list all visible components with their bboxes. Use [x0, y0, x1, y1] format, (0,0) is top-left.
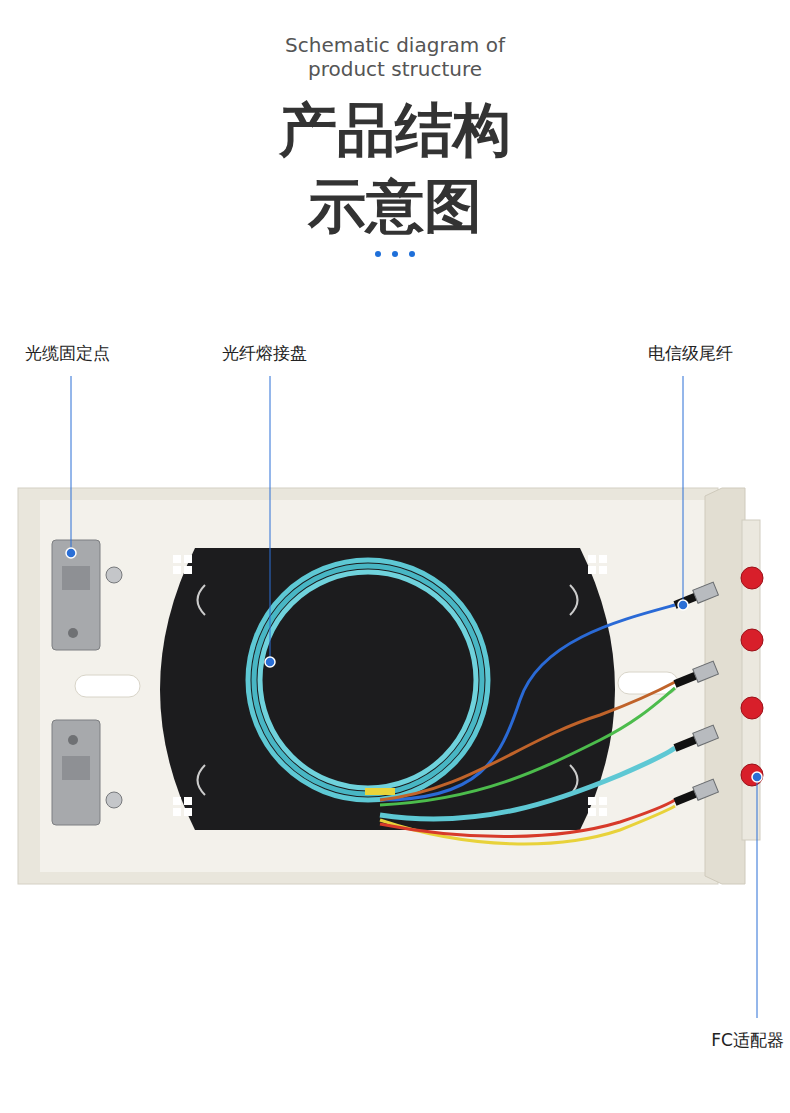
connector — [672, 725, 718, 754]
leader-dot — [678, 600, 688, 610]
grid-cell — [588, 566, 596, 574]
fiber-coil — [248, 560, 488, 800]
pigtail — [380, 800, 675, 837]
screw — [68, 735, 78, 745]
dot — [375, 251, 381, 257]
grid-cell — [599, 566, 607, 574]
screw — [68, 628, 78, 638]
splice-tray — [160, 548, 615, 830]
grid-cell — [599, 797, 607, 805]
grid-cell — [173, 566, 181, 574]
leader-line — [270, 376, 271, 662]
part-label: FC适配器 — [711, 1029, 784, 1051]
adapter-cap — [741, 629, 763, 651]
boot — [674, 736, 697, 752]
splice-sleeve — [365, 788, 395, 795]
dot — [392, 251, 398, 257]
part-label: 光缆固定点 — [25, 342, 110, 364]
keyhole-slot — [618, 672, 678, 694]
ferrule-nut — [693, 661, 719, 682]
title-dots — [375, 251, 415, 257]
grid-cell — [599, 808, 607, 816]
keyhole-slot — [75, 675, 140, 697]
clamp-bridge — [62, 566, 90, 590]
grid-cell — [588, 797, 596, 805]
clamp-bridge — [62, 756, 90, 780]
coil-loop — [248, 560, 488, 800]
dot — [409, 251, 415, 257]
adapter-cap — [741, 697, 763, 719]
box-floor — [40, 500, 705, 872]
adapter-cap — [741, 764, 763, 786]
subtitle-en: Schematic diagram of product structure — [255, 33, 535, 81]
leader-lines — [71, 376, 757, 1018]
leader-dot — [265, 657, 275, 667]
leader-line — [683, 376, 684, 605]
pigtail — [380, 806, 675, 844]
coil-loop — [254, 566, 482, 794]
part-label: 光纤熔接盘 — [222, 342, 307, 364]
clamp — [52, 720, 100, 825]
cable-clamps — [52, 540, 122, 825]
grid-cell — [173, 797, 181, 805]
tray-grid — [173, 555, 607, 816]
pigtail — [380, 682, 675, 800]
ferrule-nut — [693, 582, 719, 603]
tray-body — [160, 548, 615, 830]
leader-dots — [66, 548, 762, 782]
clamp — [52, 540, 100, 650]
grid-cell — [173, 808, 181, 816]
grid-cell — [588, 555, 596, 563]
boot — [674, 790, 697, 806]
pigtail — [380, 748, 675, 819]
leader-dot — [66, 548, 76, 558]
fc-connectors — [672, 582, 718, 808]
adapter-cap — [741, 567, 763, 589]
grid-cell — [184, 555, 192, 563]
part-label: 电信级尾纤 — [648, 342, 733, 364]
connector — [672, 661, 718, 690]
fc-adapters — [741, 567, 763, 786]
coil-loop — [260, 572, 476, 788]
page-title: 产品结构 示意图 — [265, 92, 525, 244]
leader-line — [757, 777, 758, 1018]
grid-cell — [184, 808, 192, 816]
grid-cell — [184, 797, 192, 805]
leader-line — [71, 376, 72, 553]
box-body — [18, 488, 718, 884]
front-flange — [705, 488, 745, 884]
grid-cell — [588, 808, 596, 816]
connector — [672, 779, 718, 808]
grid-cell — [599, 555, 607, 563]
connector — [672, 582, 718, 611]
ferrule-nut — [693, 779, 719, 800]
leader-dot — [752, 772, 762, 782]
grid-cell — [184, 566, 192, 574]
bolt — [106, 567, 122, 583]
ferrule-nut — [693, 725, 719, 746]
grid-cell — [173, 555, 181, 563]
pigtail — [380, 688, 675, 805]
pigtails — [380, 605, 675, 844]
boot — [674, 672, 697, 688]
bolt — [106, 792, 122, 808]
terminal-box — [18, 488, 760, 884]
